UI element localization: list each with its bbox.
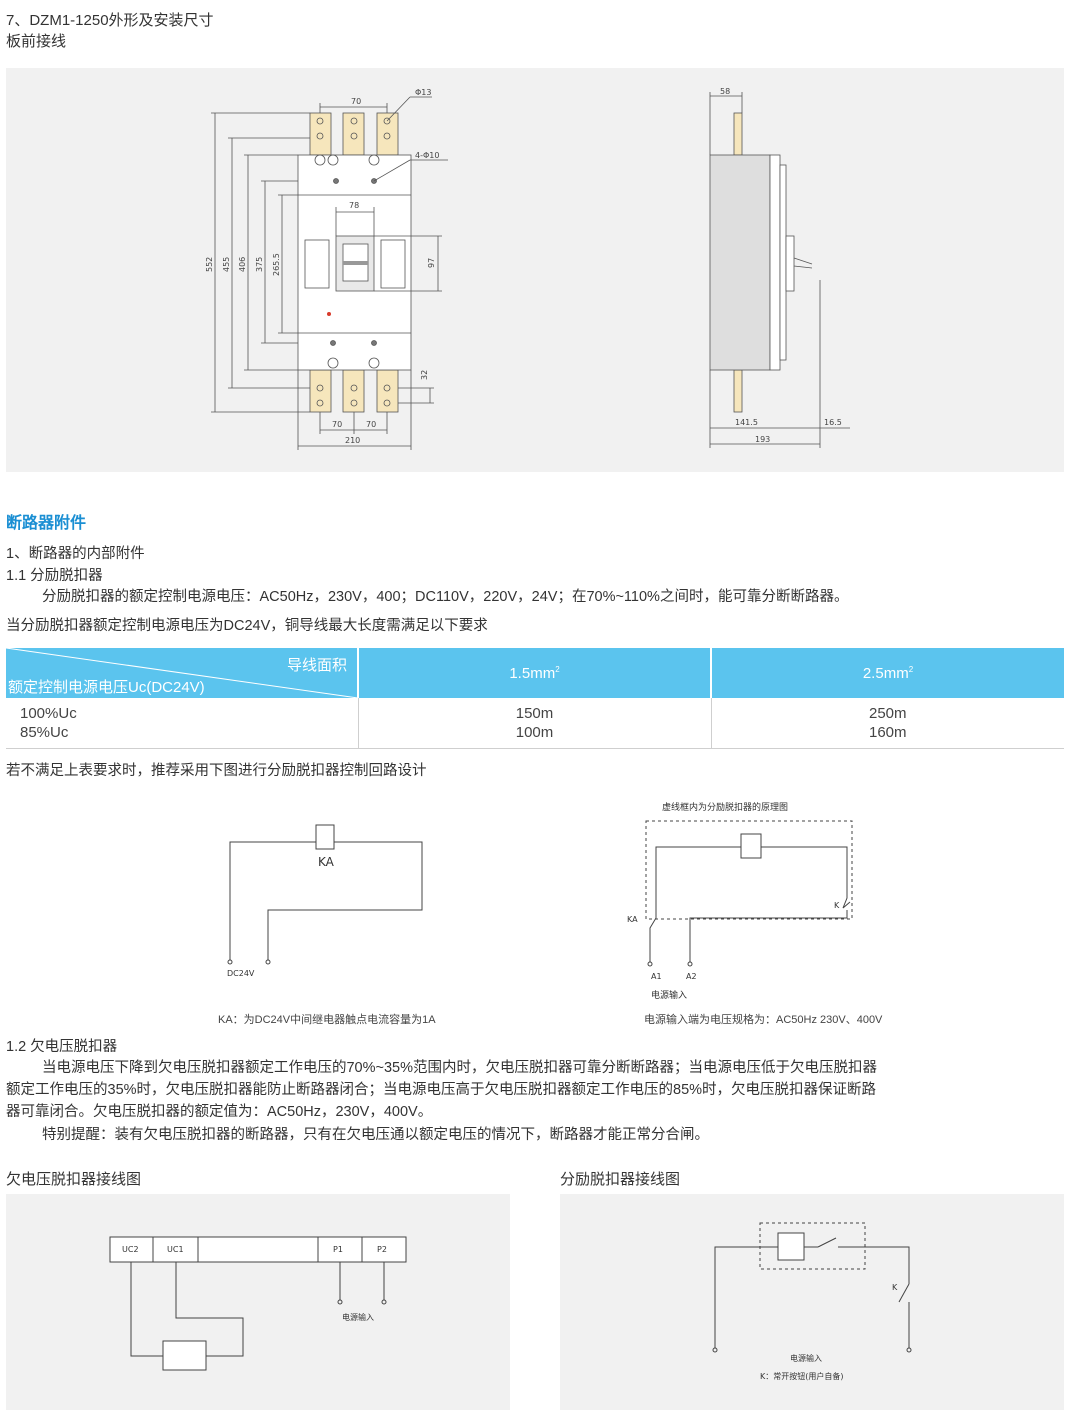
corner-top-label: 导线面积 [286, 657, 347, 674]
k-label-right: K [834, 901, 840, 910]
ka-label-left: KA [318, 855, 335, 869]
uv-wiring-panel: UC2 UC1 P1 P2 电源输入 [6, 1194, 510, 1410]
shunt-power-input-label: 电源输入 [790, 1353, 822, 1363]
shunt-wiring-title: 分励脱扣器接线图 [560, 1171, 681, 1188]
uc1-label: UC1 [167, 1245, 184, 1254]
value-1-5-85: 100m [515, 724, 554, 741]
uc2-label: UC2 [122, 1245, 139, 1254]
accessories-line-4: 当分励脱扣器额定控制电源电压为DC24V，铜导线最大长度需满足以下要求 [6, 618, 488, 634]
table-corner-cell: 导线面积 额定控制电源电压Uc(DC24V) [6, 648, 358, 698]
accessories-heading: 断路器附件 [6, 515, 87, 532]
dim-16-5: 16.5 [824, 418, 842, 427]
table-row: 100%Uc 85%Uc 150m 100m 250m 160m [6, 698, 1064, 748]
row-label-100: 100%Uc [20, 705, 77, 722]
dim-455: 455 [222, 257, 231, 272]
table-header-col2: 2.5mm2 [710, 648, 1064, 698]
uv-wiring-diagram: UC2 UC1 P1 P2 电源输入 [109, 1236, 407, 1371]
dim-58: 58 [720, 87, 730, 96]
accessories-line-2: 1.1 分励脱扣器 [6, 568, 103, 584]
undervoltage-para-1: 当电源电压下降到欠电压脱扣器额定工作电压的70%~35%范围内时，欠电压脱扣器可… [42, 1060, 878, 1076]
note-below-table: 若不满足上表要求时，推荐采用下图进行分励脱扣器控制回路设计 [6, 763, 427, 779]
row-label-85: 85%Uc [20, 724, 69, 741]
left-circuit-caption: KA：为DC24V中间继电器触点电流容量为1A [218, 1014, 436, 1026]
shunt-note-label: K：常开按钮(用户自备) [760, 1371, 844, 1381]
dim-97: 97 [427, 258, 436, 268]
dim-phi13: Φ13 [415, 88, 431, 97]
dim-70-bottom-left: 70 [332, 420, 342, 429]
dim-193: 193 [755, 435, 770, 444]
dim-265-5: 265.5 [272, 253, 281, 276]
undervoltage-para-3: 器可靠闭合。欠电压脱扣器的额定值为：AC50Hz，230V，400V。 [6, 1104, 433, 1120]
dim-141-5: 141.5 [735, 418, 758, 427]
uv-wiring-title: 欠电压脱扣器接线图 [6, 1171, 142, 1188]
undervoltage-title: 1.2 欠电压脱扣器 [6, 1039, 118, 1055]
dim-32: 32 [420, 370, 429, 380]
right-circuit-caption: 电源输入端为电压规格为：AC50Hz 230V、400V [644, 1014, 883, 1026]
table-header-row: 导线面积 额定控制电源电压Uc(DC24V) 1.5mm2 2.5mm2 [6, 648, 1064, 698]
wire-length-table: 导线面积 额定控制电源电压Uc(DC24V) 1.5mm2 2.5mm2 100… [6, 648, 1064, 749]
p1-label: P1 [333, 1245, 343, 1254]
power-input-label: 电源输入 [651, 989, 687, 1001]
value-2-5-100: 250m [868, 705, 907, 722]
uv-power-input-label: 电源输入 [342, 1312, 374, 1322]
value-2-5-85: 160m [868, 724, 907, 741]
k-label-shunt: K [892, 1283, 898, 1292]
dim-210: 210 [345, 436, 360, 445]
shunt-control-circuits: KA DC24V 虚线框内为分励脱扣器的原理图 KA K A1 A2 电源输入 [227, 801, 853, 1001]
dim-552: 552 [205, 257, 214, 272]
section-subtitle: 板前接线 [6, 33, 67, 50]
dim-4-phi10: 4-Φ10 [415, 151, 439, 160]
dc24v-label: DC24V [227, 969, 255, 978]
accessories-line-3: 分励脱扣器的额定控制电源电压：AC50Hz，230V，400；DC110V，22… [42, 589, 849, 605]
dim-70-bottom-right: 70 [366, 420, 376, 429]
ka-label-right: KA [627, 915, 638, 924]
corner-diagonal [6, 648, 358, 698]
section-title: 7、DZM1-1250外形及安装尺寸 [6, 12, 214, 29]
dimension-drawing-panel: 70 Φ13 4-Φ10 78 97 552 455 406 375 265.5… [6, 68, 1064, 472]
shunt-wiring-diagram: K 电源输入 K：常开按钮(用户自备) [712, 1222, 912, 1381]
a1-label: A1 [651, 972, 662, 981]
shunt-wiring-panel: K 电源输入 K：常开按钮(用户自备) [560, 1194, 1064, 1410]
right-circuit-title: 虚线框内为分励脱扣器的原理图 [662, 801, 788, 813]
table-header-col1: 1.5mm2 [357, 648, 711, 698]
dimension-drawing: 70 Φ13 4-Φ10 78 97 552 455 406 375 265.5… [205, 87, 850, 450]
undervoltage-para-2: 额定工作电压的35%时，欠电压脱扣器能防止断路器闭合；当电源电压高于欠电压脱扣器… [6, 1082, 877, 1098]
a2-label: A2 [686, 972, 697, 981]
dim-406: 406 [238, 257, 247, 272]
dim-78: 78 [349, 201, 359, 210]
dim-70-top: 70 [351, 97, 361, 106]
dim-375: 375 [255, 257, 264, 272]
corner-bottom-label: 额定控制电源电压Uc(DC24V) [8, 679, 205, 696]
accessories-line-1: 1、断路器的内部附件 [6, 546, 145, 562]
p2-label: P2 [377, 1245, 387, 1254]
value-1-5-100: 150m [515, 705, 554, 722]
undervoltage-para-4: 特别提醒：装有欠电压脱扣器的断路器，只有在欠电压通以额定电压的情况下，断路器才能… [42, 1127, 709, 1143]
